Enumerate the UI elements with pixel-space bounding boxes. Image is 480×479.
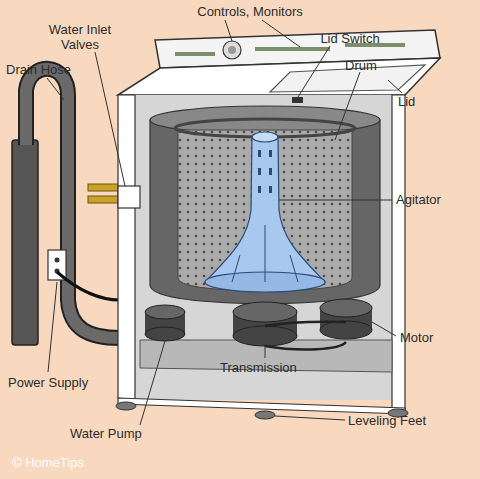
agitator-hole	[258, 168, 261, 175]
part-label: Water Inlet Valves	[40, 22, 120, 52]
part-label: Motor	[400, 330, 470, 345]
leader-line	[372, 322, 396, 336]
part-label: Leveling Feet	[348, 413, 458, 428]
drum-perforations	[178, 130, 352, 291]
motor-bottom	[320, 321, 372, 339]
control-indicator	[255, 47, 330, 51]
leader-line	[48, 282, 57, 372]
control-indicator	[175, 52, 215, 56]
outer-tub	[150, 120, 380, 304]
leader-line	[140, 341, 165, 425]
part-label: Lid	[398, 94, 438, 109]
drum-basket	[178, 130, 352, 291]
agitator-top	[252, 132, 278, 142]
leader-lines	[47, 20, 402, 425]
leader-line	[47, 78, 64, 100]
part-label: Controls, Monitors	[180, 4, 320, 19]
transmission-bottom	[233, 326, 297, 346]
inlet-connector	[88, 184, 120, 191]
standpipe	[12, 140, 38, 345]
agitator-hole	[269, 186, 272, 193]
leveling-foot	[116, 402, 136, 410]
drain-hose	[26, 69, 120, 338]
leader-line	[275, 416, 345, 420]
agitator-vanes	[232, 225, 298, 282]
inlet-connector	[88, 196, 120, 203]
lid-switch	[292, 97, 303, 103]
part-label: Drain Hose	[6, 62, 96, 77]
leader-line	[265, 346, 266, 358]
part-label: Agitator	[396, 192, 476, 207]
agitator-hole	[269, 150, 272, 157]
part-label: Transmission	[220, 360, 320, 375]
leader-line	[95, 52, 125, 186]
agitator-body	[205, 137, 325, 282]
agitator-hole	[258, 186, 261, 193]
leader-line	[262, 20, 300, 47]
part-label: Water Pump	[70, 426, 170, 441]
motor-top	[320, 299, 372, 317]
leader-line	[298, 46, 330, 97]
cabinet-side	[118, 95, 135, 400]
agitator-hole	[258, 150, 261, 157]
power-cord	[57, 272, 120, 300]
transmission-top	[233, 302, 297, 322]
control-knob-center	[228, 46, 236, 54]
drain-hose-outline	[26, 69, 120, 338]
water-valve	[118, 186, 140, 208]
part-label: Power Supply	[8, 375, 108, 390]
part-label: Lid Switch	[305, 31, 395, 46]
drive-belt	[265, 322, 346, 350]
leader-line	[225, 20, 232, 41]
leader-line	[279, 200, 392, 201]
cabinet-interior	[135, 95, 392, 400]
cabinet-side	[392, 95, 405, 410]
agitator-holes	[258, 150, 272, 193]
leader-line	[388, 80, 402, 93]
leader-line	[335, 72, 360, 140]
cabinet-top	[118, 58, 440, 95]
agitator-hole	[269, 168, 272, 175]
leveling-foot	[255, 411, 275, 419]
control-knob	[223, 41, 241, 59]
part-label: Drum	[345, 58, 405, 73]
watermark: © HomeTips	[12, 455, 122, 470]
water-pump-top	[145, 305, 185, 319]
outlet-socket	[55, 258, 60, 263]
water-pump-bottom	[145, 327, 185, 341]
